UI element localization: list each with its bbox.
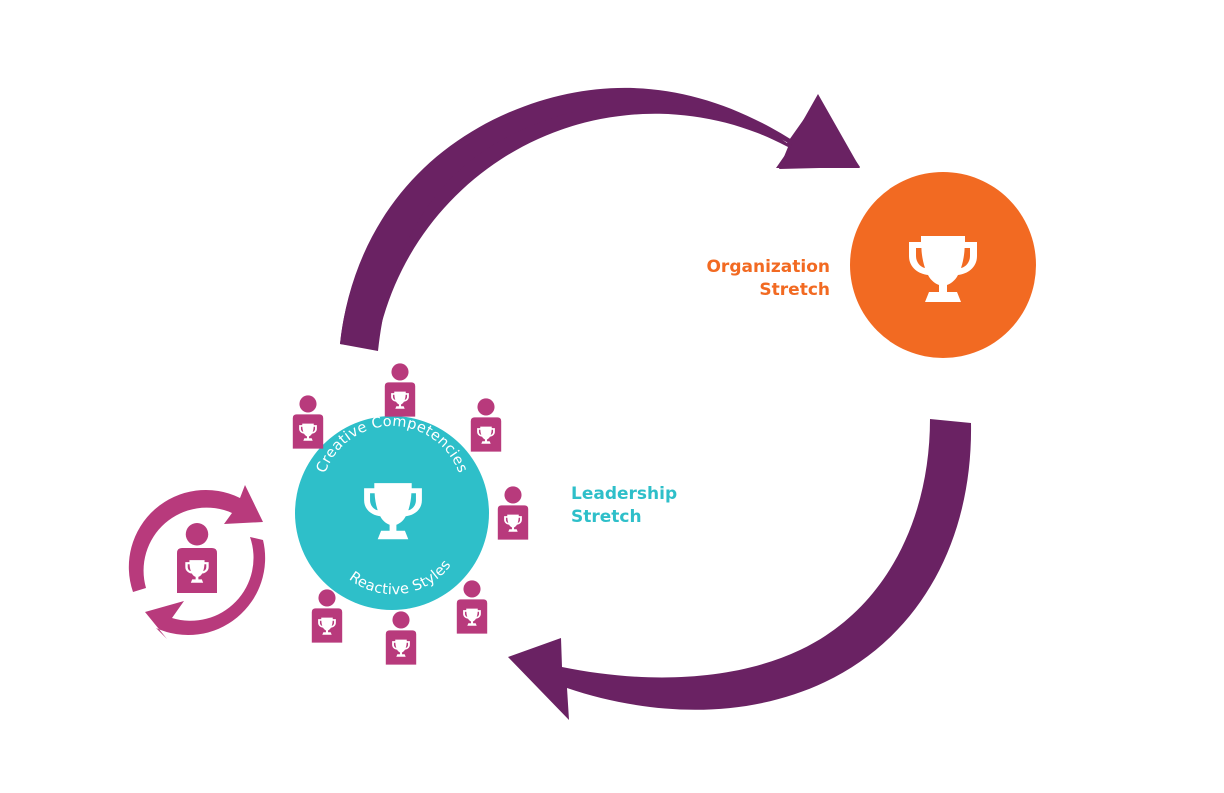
leadership-circle: Creative Competencies Reactive Styles xyxy=(295,414,489,610)
individual-cycle xyxy=(128,485,266,639)
person-icon xyxy=(293,395,323,448)
person-icon xyxy=(312,589,342,642)
cycle-arrow-top xyxy=(340,87,860,352)
organization-circle xyxy=(850,172,1036,358)
refresh-arrow-bottom xyxy=(145,537,266,639)
organization-label-line2: Stretch xyxy=(759,280,830,300)
person-icon xyxy=(386,611,416,664)
person-icon xyxy=(457,580,487,633)
refresh-arrow-top xyxy=(128,485,263,592)
person-icon xyxy=(177,523,217,593)
person-icon xyxy=(471,398,501,451)
leadership-label-line2: Stretch xyxy=(571,507,642,527)
cycle-arrow-bottom xyxy=(508,419,972,720)
person-icon xyxy=(498,486,528,539)
person-icon xyxy=(385,363,415,416)
organization-stretch-label: Organization Stretch xyxy=(690,256,830,302)
leadership-stretch-label: Leadership Stretch xyxy=(571,483,721,529)
leadership-label-line1: Leadership xyxy=(571,484,678,504)
organization-label-line1: Organization xyxy=(706,257,830,277)
